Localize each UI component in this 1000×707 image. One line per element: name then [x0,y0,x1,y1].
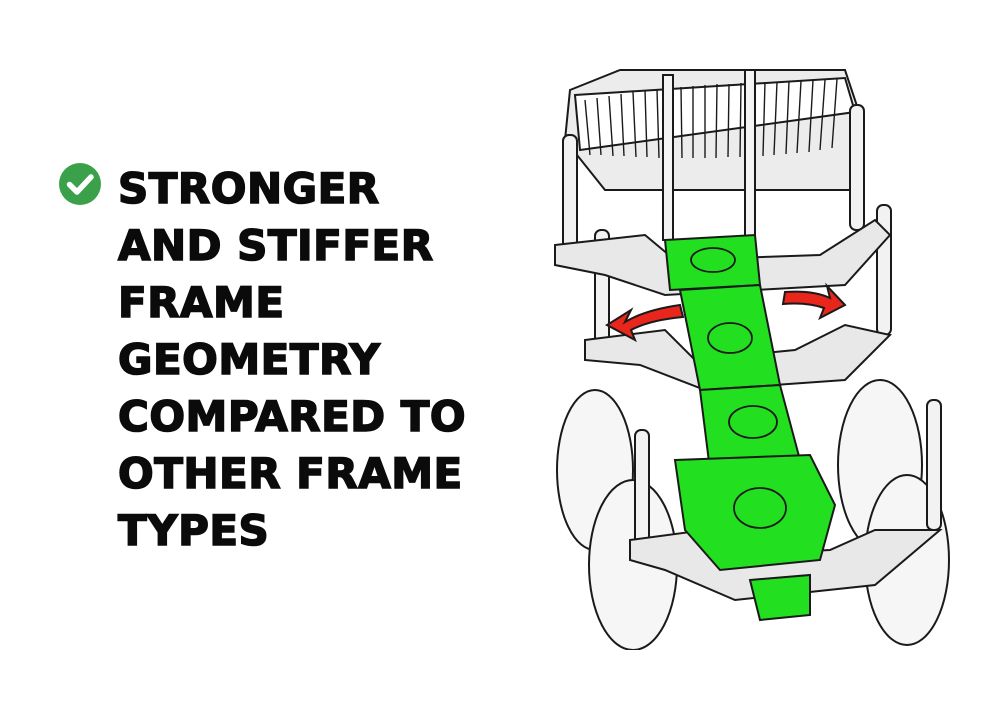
green-frame [663,233,837,622]
frame-illustration [554,69,950,650]
headline-line: TYPES [117,505,270,556]
wheel-rear-left [556,389,678,650]
headline-line: COMPARED TO [117,391,467,442]
articulation-arrows [605,282,847,343]
frame-cutouts [690,247,787,529]
headboard-basket [563,69,862,241]
headline-line: FRAME [117,277,285,328]
headline-line: GEOMETRY [117,334,381,385]
check-circle-icon [59,163,101,205]
headline-line: STRONGER [117,163,380,214]
feature-callout: STRONGER AND STIFFER FRAME GEOMETRY COMP… [58,160,466,559]
headline-line: AND STIFFER [117,220,434,271]
headline-line: OTHER FRAME [117,448,463,499]
feature-headline: STRONGER AND STIFFER FRAME GEOMETRY COMP… [117,160,467,559]
